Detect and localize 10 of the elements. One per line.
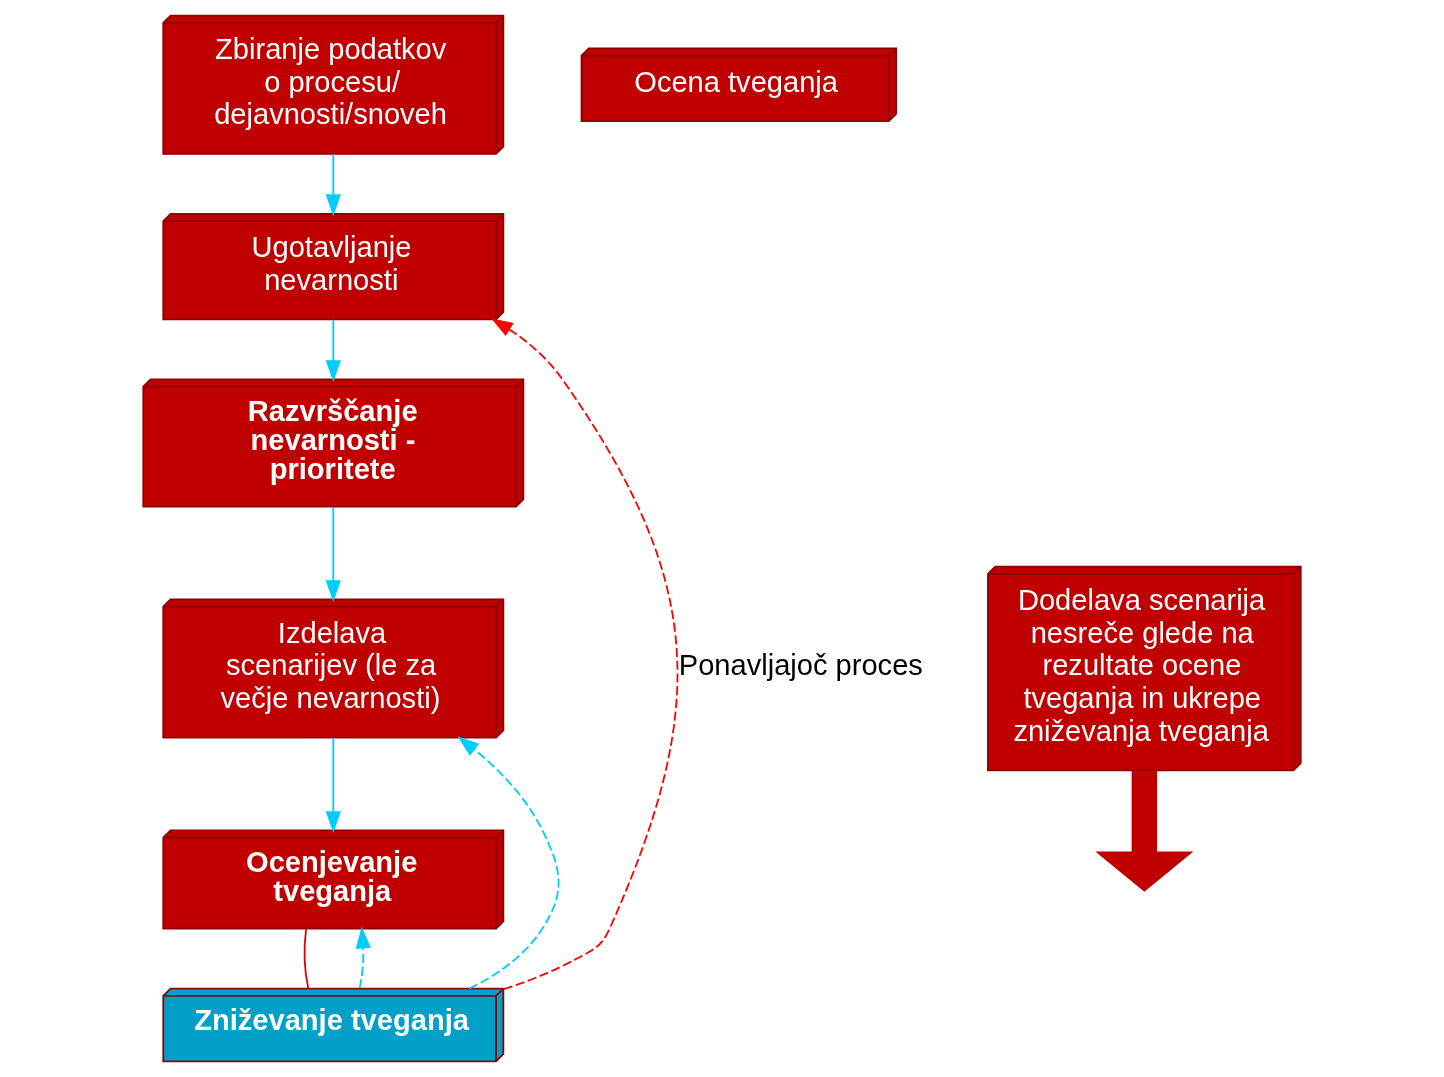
arrow <box>325 736 341 834</box>
arrow <box>325 318 341 383</box>
arrow <box>325 506 341 603</box>
arrow <box>457 736 560 990</box>
arrow <box>325 153 341 217</box>
connector <box>303 928 310 990</box>
arrow <box>1095 770 1194 892</box>
arrow <box>355 926 371 990</box>
edge-label: Ponavljajoč proces <box>678 649 923 682</box>
arrow <box>491 318 679 991</box>
